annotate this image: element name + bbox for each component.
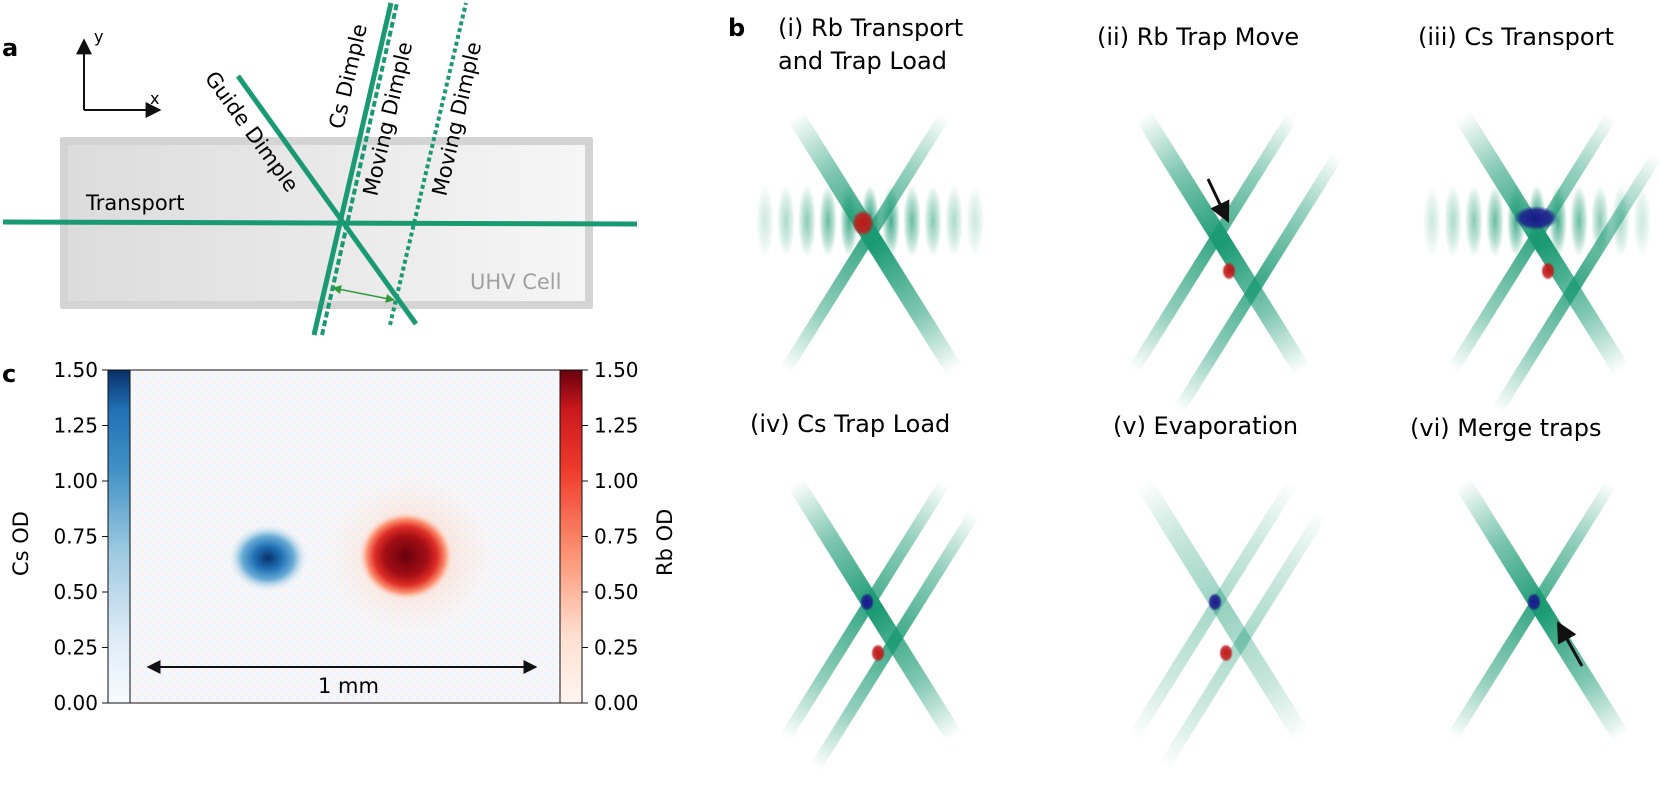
- cs-atoms: [1208, 593, 1222, 611]
- rb-atoms: [1219, 644, 1233, 662]
- lattice-fringe: [1570, 185, 1588, 257]
- guide-dimple-beam: [787, 111, 963, 375]
- rb-tick-label: 0.50: [594, 580, 639, 604]
- uhv-cell-label: UHV Cell: [470, 270, 561, 294]
- step-panels: (i) Rb Transport and Trap Load (ii) Rb Tra…: [750, 14, 1660, 771]
- guide-dimple-beam: [1135, 478, 1311, 742]
- lattice-fringe: [966, 185, 984, 257]
- rb-cloud: [358, 511, 454, 601]
- cs-dimple-beam: [1128, 112, 1298, 374]
- step-panel-6: (vi) Merge traps: [1410, 414, 1630, 742]
- rb-od-label: Rb OD: [653, 509, 677, 576]
- cs-atoms: [860, 593, 874, 611]
- cs-cloud: [228, 524, 308, 592]
- lattice-fringe: [798, 185, 816, 257]
- step-panel-4: (iv) Cs Trap Load: [750, 410, 980, 771]
- step-label-1-line-2: and Trap Load: [778, 47, 947, 75]
- rb-tick-label: 0.75: [594, 525, 639, 549]
- rb-tick-label: 0.00: [594, 691, 639, 715]
- cs-tick-label: 1.25: [53, 414, 98, 438]
- merge-arrow: [1556, 621, 1584, 667]
- cs-od-label: Cs OD: [9, 511, 33, 576]
- cs-dimple-beam: [780, 112, 950, 374]
- lattice-fringe: [777, 185, 795, 257]
- rb-tick-label: 1.25: [594, 414, 639, 438]
- panel-b-letter: b: [728, 14, 745, 42]
- cs-tick-label: 1.00: [53, 469, 98, 493]
- lattice-fringe: [903, 185, 921, 257]
- guide-dimple-beam: [235, 74, 419, 326]
- step-label-2-line-1: (ii) Rb Trap Move: [1097, 23, 1299, 51]
- panel-c-letter: c: [2, 360, 16, 388]
- rb-tick-label: 1.00: [594, 469, 639, 493]
- cs-tick-label: 0.75: [53, 525, 98, 549]
- lattice-fringe: [819, 185, 837, 257]
- moving-dimple-beam: [1173, 152, 1343, 414]
- moving-dimple-beam: [810, 509, 980, 771]
- lattice-fringe: [1423, 185, 1441, 257]
- rb-colorbar-ticks: 0.00 0.25 0.50 0.75 1.00 1.25 1.50: [582, 358, 639, 715]
- rb-atoms: [1541, 262, 1555, 280]
- guide-dimple-beam: [787, 478, 963, 742]
- guide-dimple-beam: [1454, 111, 1630, 375]
- rb-atoms: [871, 644, 885, 662]
- cs-tick-label: 1.50: [53, 358, 98, 382]
- lattice-fringe: [1444, 185, 1462, 257]
- step-panel-1: (i) Rb Transport and Trap Load: [756, 14, 984, 375]
- move-distance-arrow: [332, 285, 395, 303]
- cs-atoms: [1527, 593, 1541, 611]
- axis-y-label: y: [94, 27, 103, 46]
- rb-atoms: [852, 210, 874, 236]
- lattice-fringe: [1633, 185, 1651, 257]
- cs-tick-label: 0.50: [53, 580, 98, 604]
- cs-colorbar: [107, 369, 131, 704]
- rb-colorbar: [559, 369, 583, 704]
- cs-dimple-beam: [1447, 112, 1617, 374]
- guide-dimple-beam: [1454, 478, 1630, 742]
- rb-tick-label: 1.50: [594, 358, 639, 382]
- lattice-fringes: [1423, 185, 1651, 257]
- step-panel-2: (ii) Rb Trap Move: [1097, 23, 1343, 414]
- guide-dimple-beam: [1135, 111, 1311, 375]
- step-label-3-line-1: (iii) Cs Transport: [1418, 23, 1614, 51]
- step-label-5-line-1: (v) Evaporation: [1113, 412, 1298, 440]
- cs-tick-label: 0.00: [53, 691, 98, 715]
- transport-beam: [2, 219, 638, 227]
- step-label-1-line-1: (i) Rb Transport: [778, 14, 963, 42]
- rb-tick-label: 0.25: [594, 636, 639, 660]
- rb-atoms: [1222, 262, 1236, 280]
- moving-dimple-beam-1: [320, 2, 399, 336]
- lattice-fringe: [924, 185, 942, 257]
- moving-dimple-beam: [1158, 509, 1328, 771]
- step-label-6-line-1: (vi) Merge traps: [1410, 414, 1602, 442]
- cs-dimple-beam: [311, 2, 394, 336]
- lattice-fringe: [1465, 185, 1483, 257]
- panel-a: a y x UHV Cell Transport Guide Dimple Cs…: [2, 2, 638, 336]
- axes-indicator: y x: [76, 27, 162, 118]
- step-label-4-line-1: (iv) Cs Trap Load: [750, 410, 950, 438]
- transport-label: Transport: [85, 191, 185, 215]
- lattice-fringe: [756, 185, 774, 257]
- step-panel-3: (iii) Cs Transport: [1418, 23, 1660, 414]
- moving-dimple-beam-2: [388, 2, 468, 326]
- panel-c: c 0.00 0.25 0.50 0.75 1.00 1.25 1.50 Cs OD 1 m…: [2, 358, 677, 715]
- panel-b: b (i) Rb Transport and Trap Load (ii) Rb T…: [728, 14, 1660, 771]
- panel-a-letter: a: [2, 34, 18, 62]
- cs-atoms: [1514, 206, 1558, 230]
- move-arrow: [1206, 178, 1230, 223]
- moving-dimple-beam: [1492, 152, 1660, 414]
- step-panel-5: (v) Evaporation: [1113, 412, 1328, 771]
- cs-tick-label: 0.25: [53, 636, 98, 660]
- axis-x-label: x: [150, 89, 159, 108]
- lattice-fringe: [1486, 185, 1504, 257]
- scale-bar-label: 1 mm: [318, 674, 379, 698]
- lattice-fringe: [945, 185, 963, 257]
- cs-colorbar-ticks: 0.00 0.25 0.50 0.75 1.00 1.25 1.50: [53, 358, 108, 715]
